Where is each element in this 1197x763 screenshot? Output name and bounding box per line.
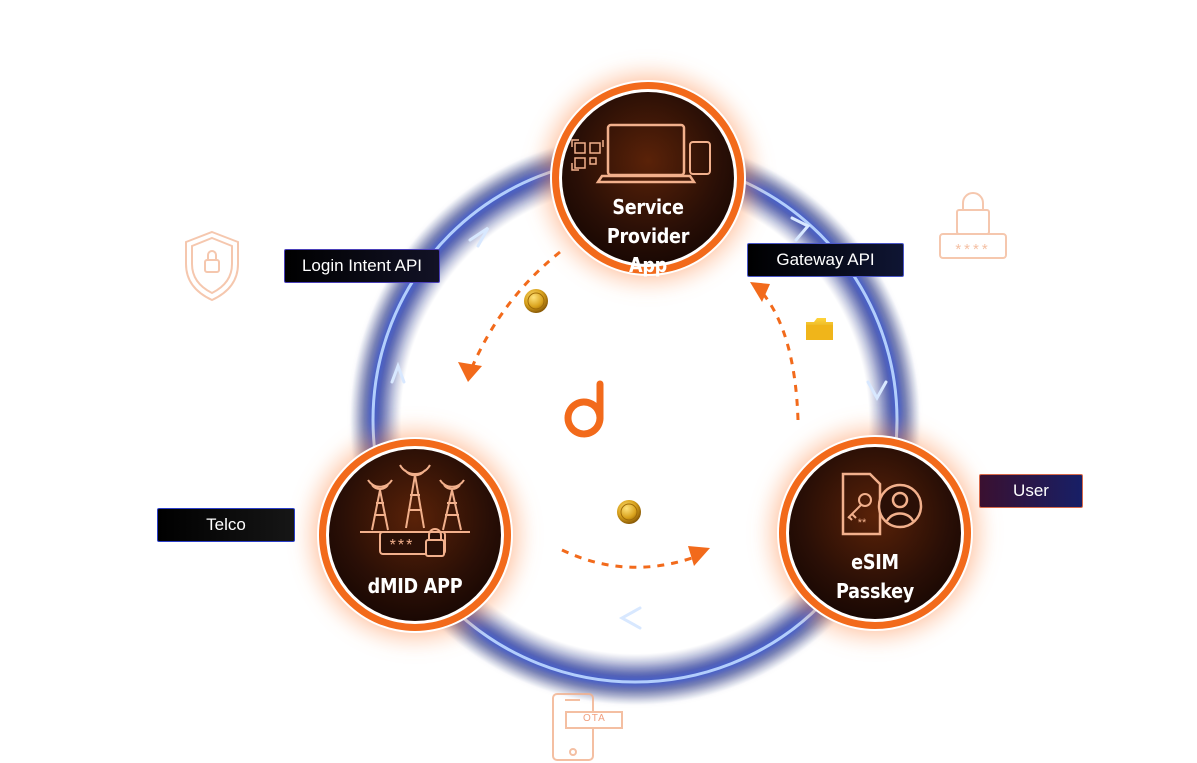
arrowhead-dmid-to-esim	[688, 546, 710, 566]
esim-label: eSIM Passkey	[813, 548, 936, 606]
arrowhead-sp-to-dmid	[458, 362, 482, 382]
ring-arrow-sp-to-esim	[790, 216, 888, 402]
service-provider-title: Service Provider	[606, 195, 690, 248]
qr-code-icon	[571, 139, 604, 171]
password-mask-text: ****	[955, 241, 990, 258]
lock-icon	[425, 528, 445, 557]
token-coin-icon	[617, 500, 641, 524]
ring-arrow-dmid-to-sp	[390, 226, 490, 384]
user-tag: User	[979, 474, 1083, 508]
dashed-arrow-sp-to-dmid	[468, 250, 561, 373]
shield-lock-icon	[185, 230, 239, 302]
laptop-icon	[595, 123, 697, 184]
gateway-api-tag: Gateway API	[747, 243, 904, 277]
folder-icon	[806, 318, 833, 340]
esim-title: eSIM	[851, 550, 899, 574]
ring-arrow-esim-to-dmid	[618, 606, 642, 630]
dmid-title: dMID APP	[367, 574, 463, 598]
phone-icon	[689, 141, 711, 175]
ota-label: OTA	[583, 713, 606, 724]
service-provider-label: Service Provider App	[573, 193, 723, 280]
dashed-arrow-esim-to-sp	[758, 289, 800, 421]
phone-ota-icon	[552, 693, 623, 761]
login-intent-api-tag: Login Intent API	[284, 249, 440, 283]
sim-stars-text: **	[858, 517, 867, 529]
arrowhead-esim-to-sp	[750, 282, 770, 302]
telco-tag: Telco	[157, 508, 295, 542]
service-provider-subtitle: App	[628, 253, 668, 277]
password-lock-icon	[939, 192, 1007, 259]
user-icon	[877, 483, 923, 529]
esim-subtitle: Passkey	[835, 579, 915, 603]
dmid-logo-icon	[564, 380, 604, 438]
pin-mask-text: ***	[390, 537, 415, 554]
dashed-arrow-dmid-to-esim	[561, 548, 693, 569]
dmid-label: dMID APP	[353, 572, 476, 601]
node-service-provider	[528, 58, 768, 298]
key-icon	[847, 493, 872, 521]
token-coin-icon	[524, 289, 548, 313]
